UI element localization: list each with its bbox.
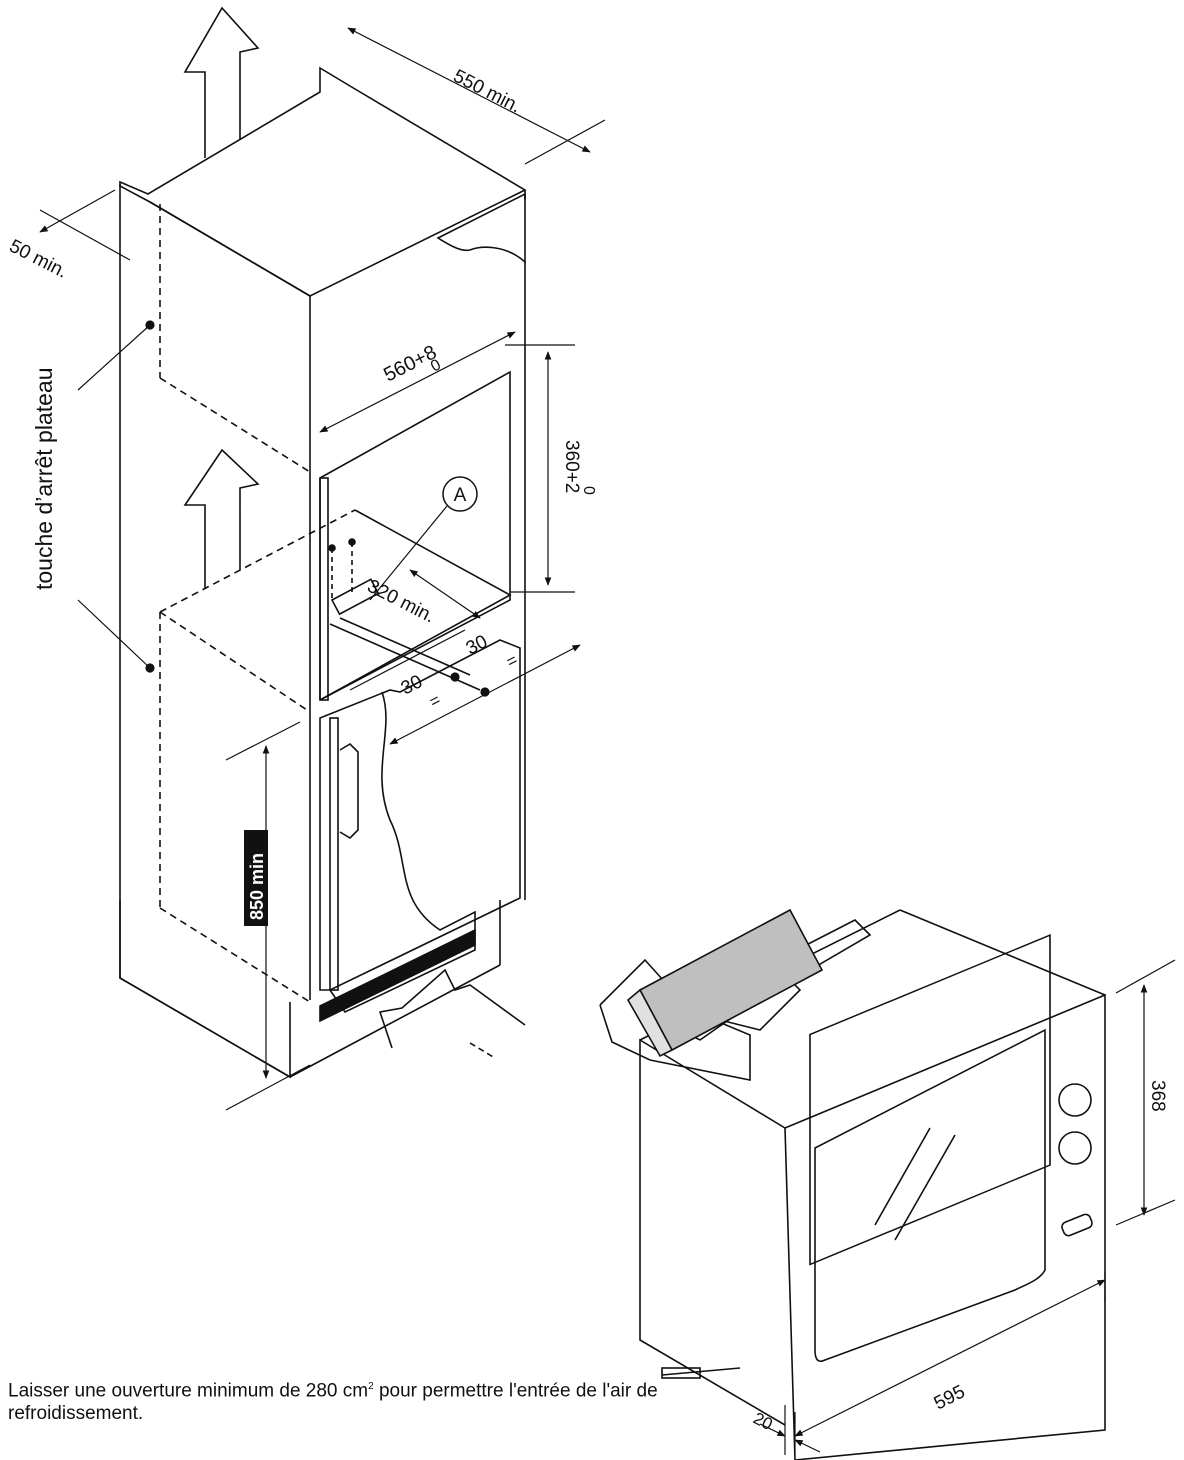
marker-a: A <box>369 476 478 601</box>
dimension-lines <box>39 27 606 1111</box>
dim-niche-width-tol: 0 <box>428 356 444 375</box>
note-text-after: pour permettre l'entrée de l'air de refr… <box>8 1380 658 1425</box>
cabinet <box>119 66 527 1079</box>
trim-frame-block-side <box>626 988 674 1058</box>
dim-niche-height-tol: 0 <box>580 486 597 495</box>
shelf <box>319 509 512 701</box>
airflow-arrows <box>183 6 526 1059</box>
oven-knob-bottom <box>1058 1131 1092 1165</box>
dim-niche-height: 360+2 <box>561 440 582 493</box>
dim-equal-b: = <box>503 650 521 671</box>
ventilation-note: Laisser une ouverture minimum de 280 cm2… <box>8 1375 708 1425</box>
dim-depth-min: 550 min. <box>450 66 524 118</box>
dim-equal-a: = <box>426 690 444 711</box>
trim-frame-bracket <box>599 958 751 1081</box>
plinth <box>119 900 291 1079</box>
oven-foot <box>661 1367 701 1379</box>
airflow-arrow-top <box>183 6 260 158</box>
oven-body <box>639 1038 786 1426</box>
oven-knob-top <box>1058 1083 1092 1117</box>
side-label: touche d’arrêt plateau <box>31 368 57 591</box>
marker-a-label: A <box>454 485 467 506</box>
dim-oven-height: 368 <box>1147 1080 1168 1112</box>
dim-offset-a: 30 <box>398 671 426 699</box>
door-cutaway <box>329 691 476 1014</box>
cabinet-left-side <box>119 184 291 1078</box>
cabinet-door-top-flap <box>436 192 526 264</box>
note-superscript: 2 <box>368 1381 374 1392</box>
dim-shelf-depth-min: 320 min. <box>364 576 438 628</box>
dim-bottom-height-min: 850 min <box>247 853 267 920</box>
note-text-before: Laisser une ouverture minimum de 280 cm <box>8 1380 369 1402</box>
airflow-arrow-middle <box>183 448 260 588</box>
oven-dimension-lines <box>759 959 1176 1455</box>
door-handle <box>339 742 359 840</box>
dim-oven-width: 595 <box>931 1381 969 1414</box>
dim-offset-b: 30 <box>463 631 491 659</box>
dim-side-gap-min: 50 min. <box>6 236 71 283</box>
ventilation-slot <box>319 928 476 1023</box>
cabinet-top <box>119 66 527 297</box>
airflow-arrow-bottom <box>378 968 526 1049</box>
dim-bottom-height-label: 850 min <box>244 830 268 926</box>
trim-frame-block-top <box>638 908 824 1052</box>
screws <box>328 538 356 600</box>
oven-door-button <box>1061 1213 1093 1237</box>
